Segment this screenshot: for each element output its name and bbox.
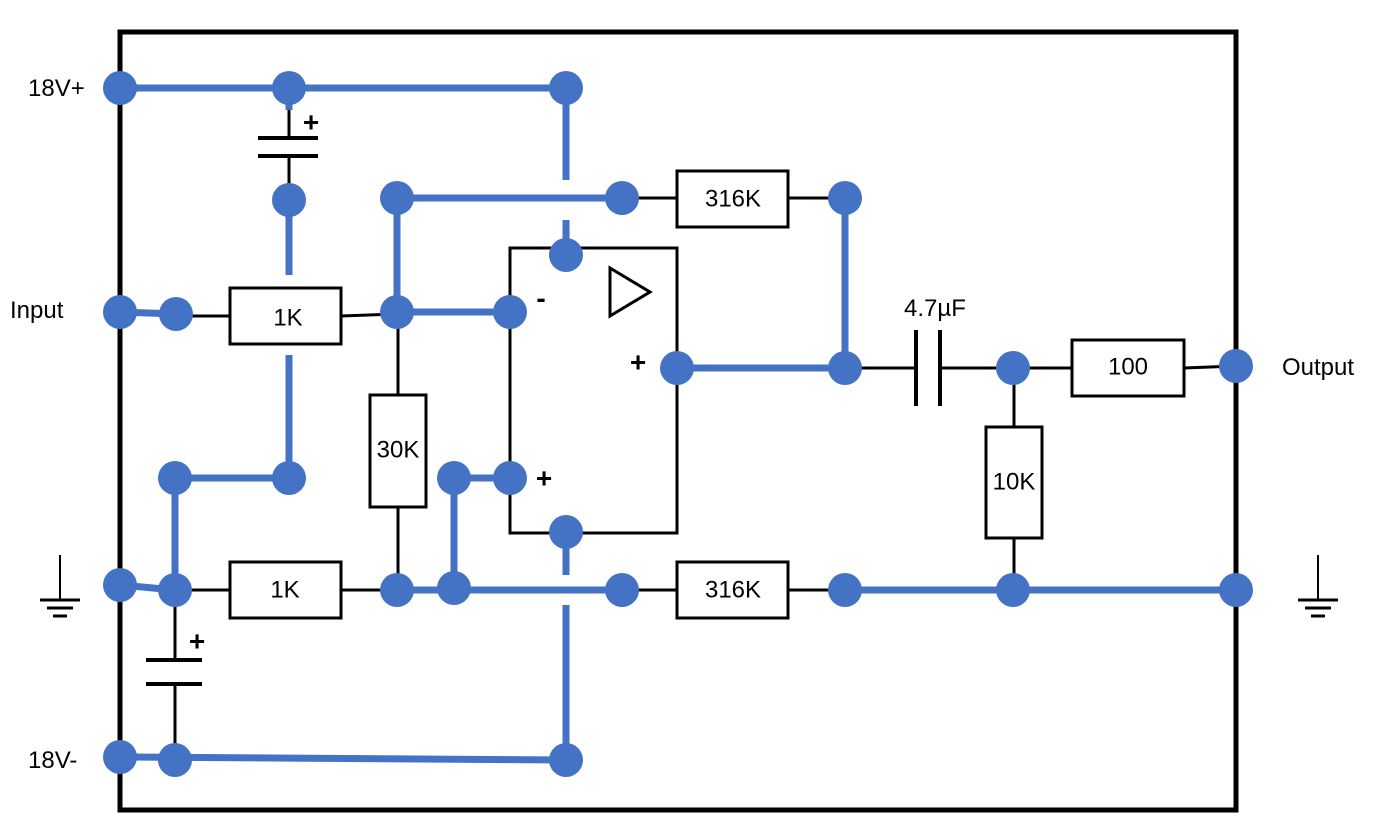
resistor-r-feedback-top-value: 316K	[705, 186, 761, 213]
resistor-r-load-value: 10K	[993, 469, 1036, 496]
op-amp-output-node	[660, 351, 694, 385]
resistor-r-ground: 1K	[228, 560, 343, 620]
capacitor-icon: +	[146, 626, 205, 686]
junction-node	[158, 461, 192, 495]
junction-node	[828, 573, 862, 607]
capacitor-top-plus: +	[303, 107, 319, 138]
resistor-r-input: 1K	[228, 286, 343, 346]
resistor-r-feedback-bottom: 316K	[675, 560, 790, 620]
junction-node	[549, 743, 583, 777]
terminal-ground-node[interactable]	[103, 568, 137, 602]
junction-node	[380, 295, 414, 329]
terminal-input-label: Input	[10, 297, 64, 324]
junction-node	[437, 461, 471, 495]
resistor-r-output: 100	[1070, 338, 1186, 398]
junction-nodes	[103, 71, 1253, 777]
terminal-v-minus-label: 18V-	[28, 747, 77, 774]
junction-node	[996, 351, 1030, 385]
module-frame	[117, 29, 1239, 813]
op-amp: - + +	[508, 246, 679, 535]
junction-node	[158, 743, 192, 777]
junction-node	[380, 181, 414, 215]
resistor-r-input-value: 1K	[273, 305, 302, 332]
wires	[119, 84, 1236, 764]
junction-node	[828, 181, 862, 215]
capacitor-output: 4.7µF	[904, 295, 966, 406]
resistor-r-feedback-top: 316K	[675, 169, 790, 229]
junction-node	[158, 573, 192, 607]
junction-node	[549, 515, 583, 549]
capacitor-icon: +	[258, 107, 319, 158]
op-amp-noninverting-input-node	[493, 461, 527, 495]
terminal-input-node[interactable]	[103, 295, 137, 329]
terminal-v-plus-node[interactable]	[103, 71, 137, 105]
capacitor-bottom-plus: +	[189, 626, 205, 657]
junction-node	[272, 461, 306, 495]
op-amp-inverting-sign: -	[536, 283, 545, 314]
resistor-r-ground-value: 1K	[270, 577, 299, 604]
resistor-r-divider-value: 30K	[377, 437, 420, 464]
junction-node	[605, 573, 639, 607]
junction-node	[828, 351, 862, 385]
terminal-v-plus-label: 18V+	[28, 75, 85, 102]
junction-node	[605, 181, 639, 215]
op-amp-inverting-input-node	[493, 295, 527, 329]
terminal-v-minus-node[interactable]	[103, 740, 137, 774]
resistor-r-divider: 30K	[368, 393, 428, 509]
junction-node	[437, 571, 471, 605]
terminal-ground-right-node[interactable]	[1219, 573, 1253, 607]
junction-node	[549, 238, 583, 272]
junction-node	[380, 573, 414, 607]
capacitor-output-value: 4.7µF	[904, 295, 966, 322]
resistor-r-feedback-bottom-value: 316K	[705, 577, 761, 604]
junction-node	[272, 183, 306, 217]
junction-node	[996, 573, 1030, 607]
op-amp-noninverting-sign: +	[536, 463, 552, 494]
terminal-output-node[interactable]	[1219, 349, 1253, 383]
junction-node	[549, 71, 583, 105]
junction-node	[272, 71, 306, 105]
terminal-output-label: Output	[1282, 354, 1354, 381]
resistor-r-output-value: 100	[1108, 354, 1148, 381]
op-amp-output-sign: +	[630, 347, 646, 378]
op-amp-icon	[608, 265, 653, 319]
ground-icon	[40, 555, 80, 618]
junction-node	[159, 297, 193, 331]
resistor-r-load: 10K	[984, 425, 1044, 540]
ground-icon	[1298, 555, 1338, 618]
